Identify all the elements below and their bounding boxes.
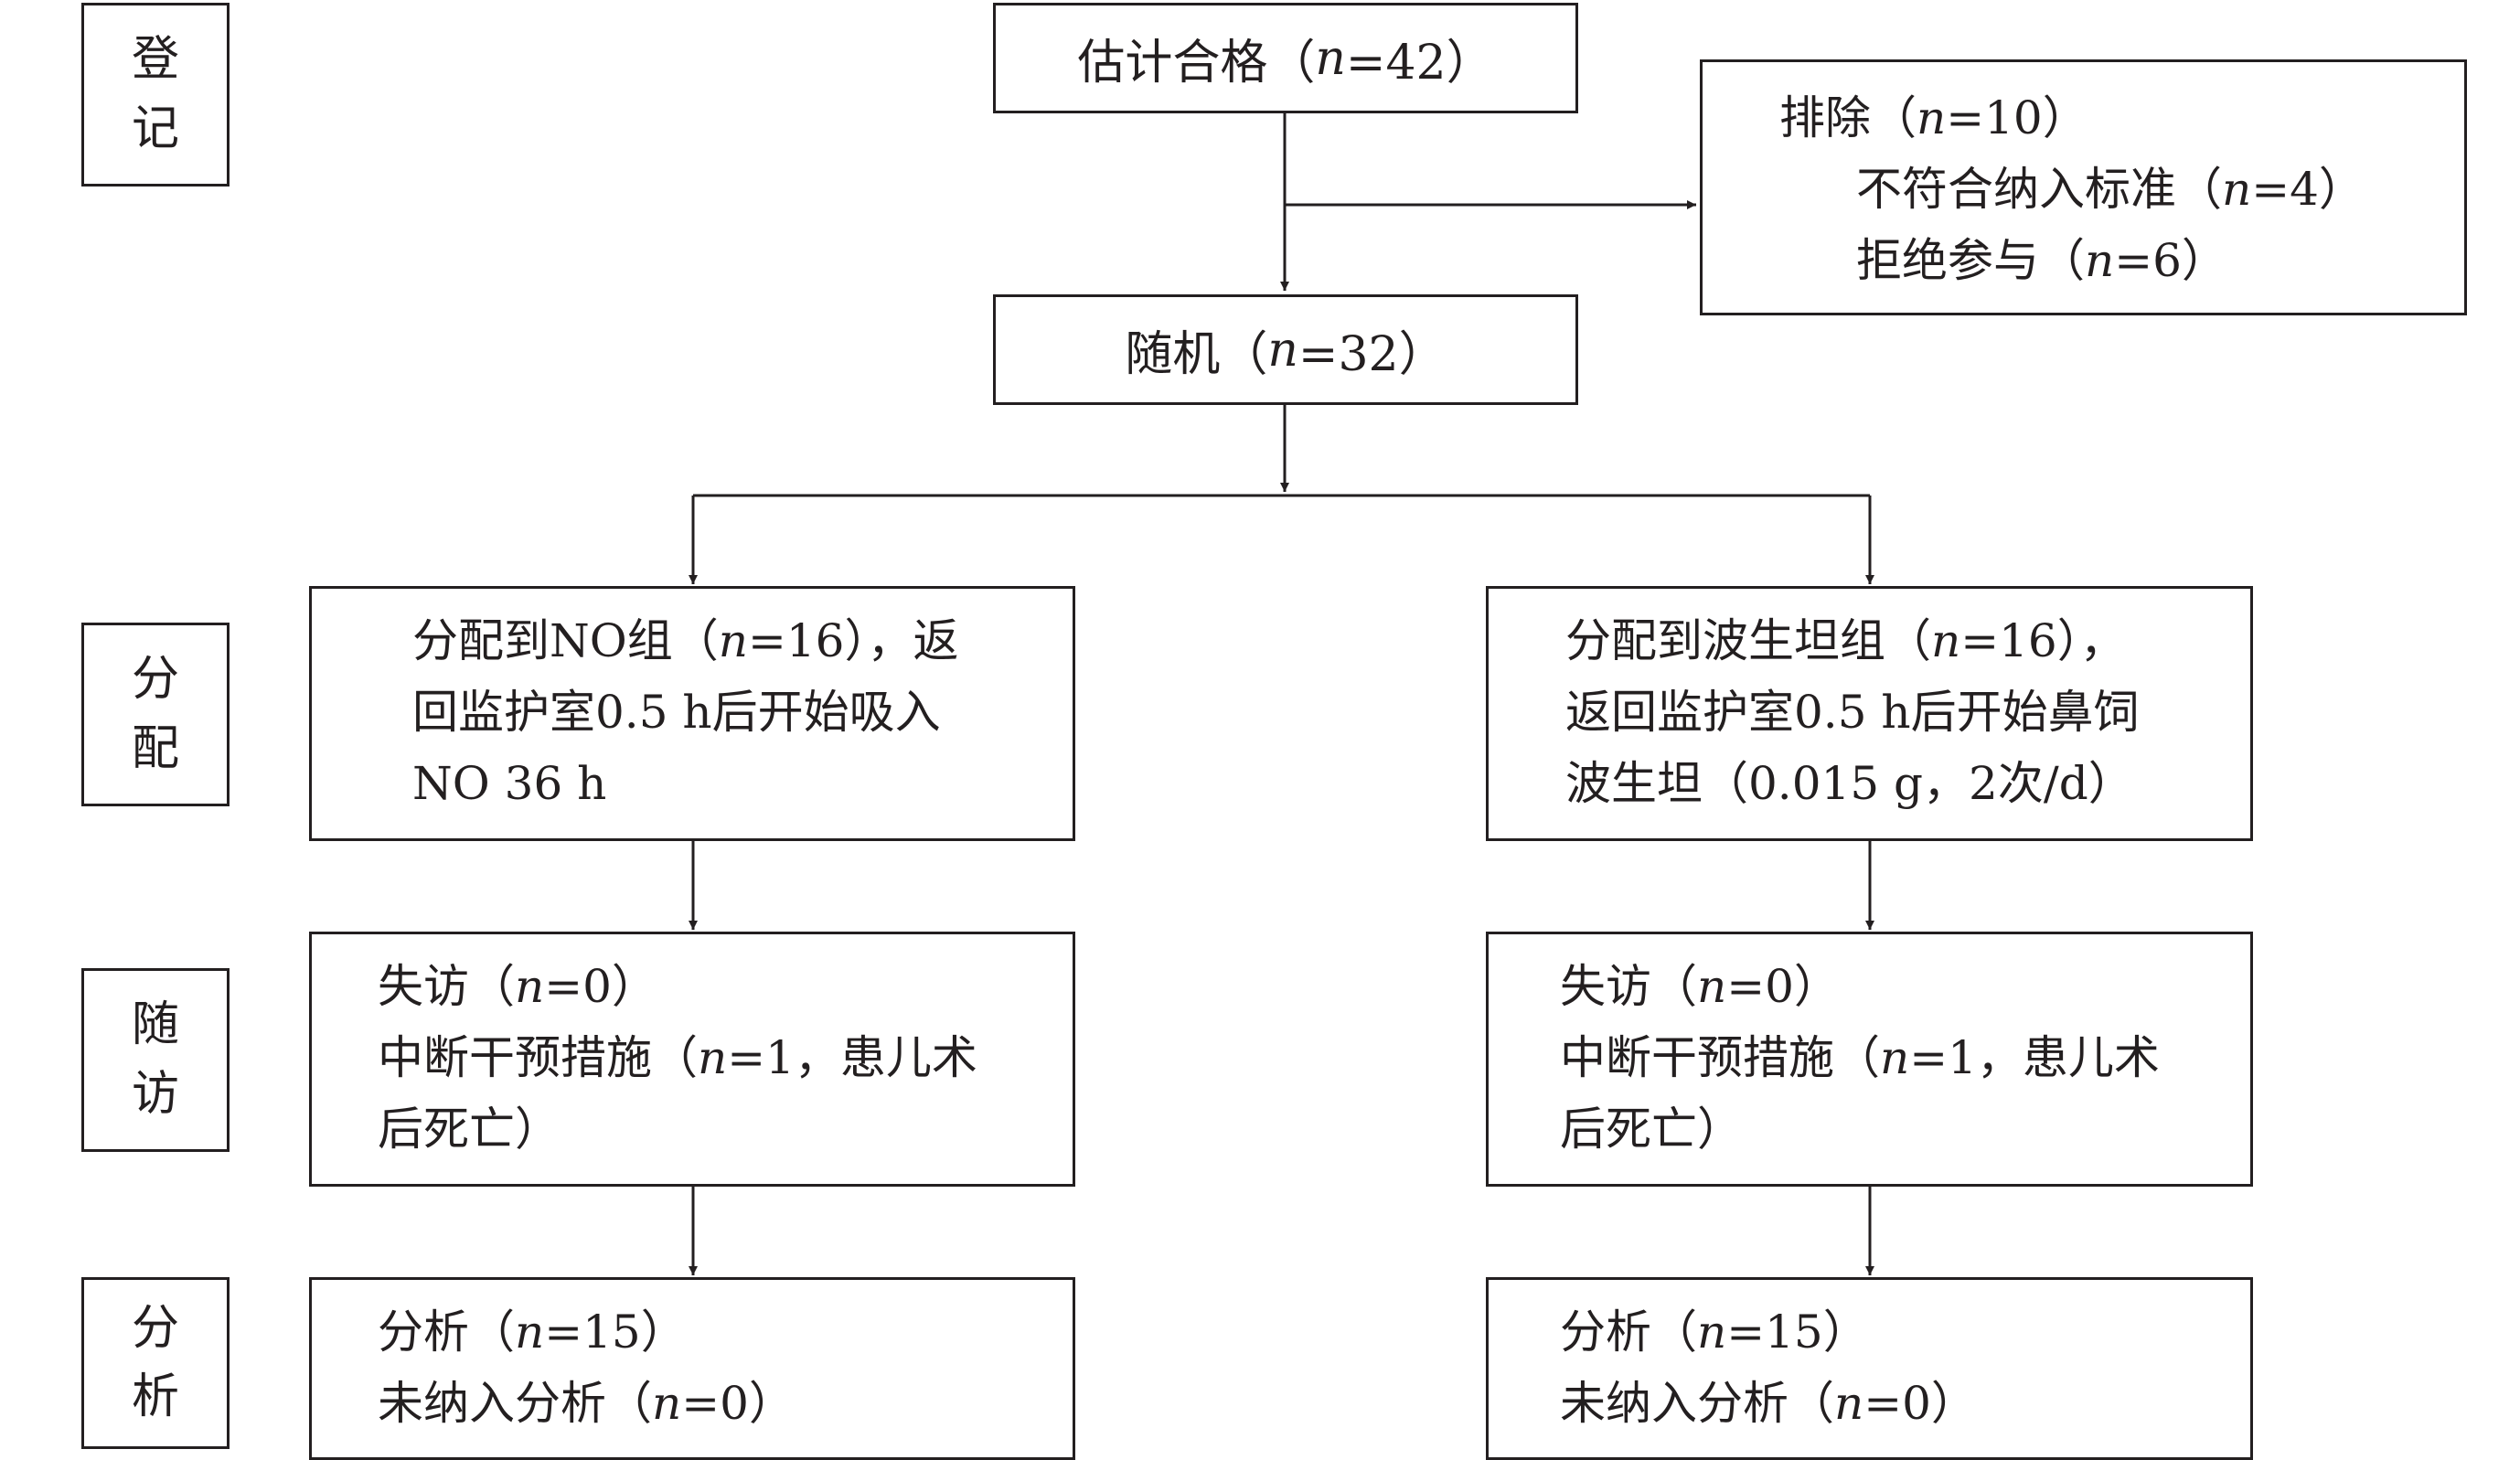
excluded-reason-declined-n-symbol: n <box>2085 234 2115 287</box>
bosentan-analysis-excluded-label: 未纳入分析（ <box>1560 1377 1834 1430</box>
assessed-label: 估计合格（ <box>1077 36 1316 91</box>
bosentan-allocation-line-3: 波生坦（0.015 g，2次/d） <box>1565 757 2134 810</box>
bosentan-analysis-analyzed-count: =15） <box>1726 1305 1869 1359</box>
no-followup-lost-label: 失访（ <box>378 960 515 1013</box>
bosentan-followup-discontinued-count: =1，患儿术 <box>1909 1031 2160 1084</box>
no-analysis-excluded-count: =0） <box>681 1377 795 1430</box>
no-allocation-line-3: NO 36 h <box>412 757 607 810</box>
bosentan-analysis-excluded-n-symbol: n <box>1834 1377 1864 1430</box>
no-analysis-excluded-label: 未纳入分析（ <box>378 1377 652 1430</box>
no-allocation-n-symbol: n <box>718 614 748 667</box>
bosentan-allocation-n-symbol: n <box>1931 614 1961 667</box>
bosentan-allocation-line-2: 返回监护室0.5 h后开始鼻饲 <box>1565 686 2140 739</box>
no-allocation-line-1-post: =16），返 <box>747 614 959 667</box>
excluded-title-count: =10） <box>1946 91 2088 144</box>
no-analysis-line-1: 分析（n=15） <box>378 1296 1073 1368</box>
stage-allocation-char-2: 配 <box>131 720 179 776</box>
bosentan-allocation-line-1: 分配到波生坦组（n=16）， <box>1565 605 2250 677</box>
excluded-reason-criteria-count: =4） <box>2251 163 2365 216</box>
assessed-count: =42） <box>1345 36 1494 91</box>
stage-analysis-char-2: 析 <box>131 1369 179 1424</box>
excluded-title-label: 排除（ <box>1779 91 1917 144</box>
stage-enrollment-char-2: 记 <box>131 101 179 156</box>
no-analysis-box: 分析（n=15） 未纳入分析（n=0） <box>309 1277 1075 1460</box>
excluded-reason-criteria: 不符合纳入标准（n=4） <box>1779 154 2464 225</box>
no-followup-discontinued-n-symbol: n <box>698 1031 728 1084</box>
bosentan-analysis-box: 分析（n=15） 未纳入分析（n=0） <box>1486 1277 2253 1460</box>
bosentan-followup-discontinued-n-symbol: n <box>1880 1031 1910 1084</box>
no-followup-box: 失访（n=0） 中断干预措施（n=1，患儿术 后死亡） <box>309 932 1075 1187</box>
bosentan-analysis-analyzed-label: 分析（ <box>1560 1305 1697 1359</box>
bosentan-allocation-line-1-post: =16）， <box>1960 614 2126 667</box>
bosentan-followup-lost-count: =0） <box>1726 960 1840 1013</box>
bosentan-followup-line-2: 中断干预措施（n=1，患儿术 <box>1560 1022 2250 1093</box>
no-analysis-analyzed-count: =15） <box>544 1305 687 1359</box>
no-followup-discontinued-count: =1，患儿术 <box>727 1031 977 1084</box>
excluded-box: 排除（n=10） 不符合纳入标准（n=4） 拒绝参与（n=6） <box>1700 59 2467 315</box>
no-followup-discontinued-label: 中断干预措施（ <box>378 1031 698 1084</box>
bosentan-followup-lost-label: 失访（ <box>1560 960 1697 1013</box>
stage-allocation-char-1: 分 <box>131 652 179 708</box>
stage-analysis: 分 析 <box>81 1277 230 1449</box>
bosentan-analysis-analyzed-n-symbol: n <box>1697 1305 1727 1359</box>
bosentan-allocation-box: 分配到波生坦组（n=16）， 返回监护室0.5 h后开始鼻饲 波生坦（0.015… <box>1486 586 2253 841</box>
stage-enrollment: 登 记 <box>81 3 230 186</box>
no-analysis-analyzed-label: 分析（ <box>378 1305 515 1359</box>
excluded-reason-criteria-n-symbol: n <box>2222 163 2252 216</box>
bosentan-analysis-excluded-count: =0） <box>1863 1377 1977 1430</box>
no-allocation-line-2: 回监护室0.5 h后开始吸入 <box>412 686 941 739</box>
assessed-n-symbol: n <box>1315 30 1346 86</box>
no-analysis-line-2: 未纳入分析（n=0） <box>378 1368 1073 1439</box>
excluded-title-n-symbol: n <box>1917 91 1947 144</box>
bosentan-followup-lost-n-symbol: n <box>1697 960 1727 1013</box>
bosentan-followup-line-1: 失访（n=0） <box>1560 951 2250 1022</box>
stage-analysis-char-1: 分 <box>131 1300 179 1356</box>
excluded-reason-criteria-label: 不符合纳入标准（ <box>1856 163 2222 216</box>
no-analysis-excluded-n-symbol: n <box>652 1377 682 1430</box>
stage-follow-up: 随 访 <box>81 968 230 1152</box>
no-followup-line-1: 失访（n=0） <box>378 951 1073 1022</box>
stage-follow-up-char-2: 访 <box>131 1066 179 1122</box>
excluded-title: 排除（n=10） <box>1779 82 2464 154</box>
bosentan-allocation-line-1-pre: 分配到波生坦组（ <box>1565 614 1931 667</box>
assessed-box: 估计合格（n=42） <box>993 3 1578 113</box>
stage-follow-up-char-1: 随 <box>131 997 179 1053</box>
bosentan-analysis-line-1: 分析（n=15） <box>1560 1296 2250 1368</box>
stage-allocation: 分 配 <box>81 623 230 806</box>
bosentan-followup-discontinued-label: 中断干预措施（ <box>1560 1031 1880 1084</box>
randomized-count: =32） <box>1297 327 1447 382</box>
randomized-n-symbol: n <box>1267 322 1298 378</box>
no-followup-line-3: 后死亡） <box>378 1103 561 1156</box>
stage-enrollment-char-1: 登 <box>131 32 179 88</box>
no-followup-line-2: 中断干预措施（n=1，患儿术 <box>378 1022 1073 1093</box>
excluded-reason-declined-label: 拒绝参与（ <box>1856 234 2085 287</box>
no-analysis-analyzed-n-symbol: n <box>515 1305 545 1359</box>
excluded-reason-declined: 拒绝参与（n=6） <box>1779 225 2464 296</box>
no-followup-lost-count: =0） <box>544 960 657 1013</box>
no-allocation-line-1: 分配到NO组（n=16），返 <box>412 605 1073 677</box>
randomized-box: 随机（n=32） <box>993 294 1578 405</box>
randomized-label: 随机（ <box>1125 327 1268 382</box>
no-allocation-line-1-pre: 分配到NO组（ <box>412 614 719 667</box>
bosentan-followup-box: 失访（n=0） 中断干预措施（n=1，患儿术 后死亡） <box>1486 932 2253 1187</box>
bosentan-followup-line-3: 后死亡） <box>1560 1103 1743 1156</box>
bosentan-analysis-line-2: 未纳入分析（n=0） <box>1560 1368 2250 1439</box>
excluded-reason-declined-count: =6） <box>2114 234 2227 287</box>
no-followup-lost-n-symbol: n <box>515 960 545 1013</box>
no-allocation-box: 分配到NO组（n=16），返 回监护室0.5 h后开始吸入 NO 36 h <box>309 586 1075 841</box>
